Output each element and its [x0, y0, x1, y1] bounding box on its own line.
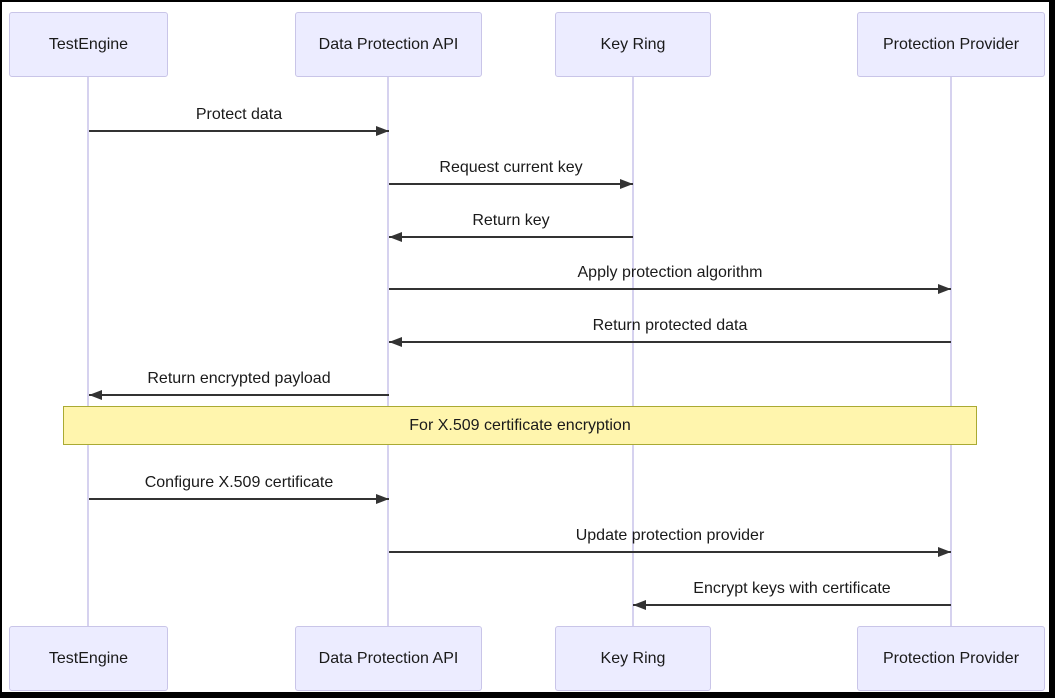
message-label: Encrypt keys with certificate [693, 580, 891, 597]
lifeline-testengine [87, 77, 89, 627]
message-line [389, 236, 633, 238]
message-encrypt-keys-with-certificate: Encrypt keys with certificate [633, 571, 951, 611]
message-label: Apply protection algorithm [577, 264, 763, 281]
actor-bottom-protection-provider: Protection Provider [857, 626, 1045, 691]
actor-top-protection-provider: Protection Provider [857, 12, 1045, 77]
arrow-left-icon [633, 600, 646, 610]
message-apply-protection-algorithm: Apply protection algorithm [389, 255, 951, 295]
arrow-right-icon [620, 179, 633, 189]
message-label: Protect data [195, 106, 283, 123]
actor-bottom-key-ring: Key Ring [555, 626, 711, 691]
message-label: Return protected data [592, 317, 748, 334]
message-line [389, 551, 951, 553]
message-line [389, 341, 951, 343]
message-line [389, 183, 633, 185]
arrow-left-icon [389, 232, 402, 242]
message-label: Request current key [439, 159, 583, 176]
actor-top-data-protection-api: Data Protection API [295, 12, 482, 77]
message-line [633, 604, 951, 606]
actor-top-key-ring: Key Ring [555, 12, 711, 77]
arrow-right-icon [938, 284, 951, 294]
arrow-right-icon [376, 126, 389, 136]
arrow-left-icon [89, 390, 102, 400]
lifeline-data-protection-api [387, 77, 389, 627]
message-label: Configure X.509 certificate [144, 474, 334, 491]
actor-bottom-data-protection-api: Data Protection API [295, 626, 482, 691]
lifeline-key-ring [632, 77, 634, 627]
message-label: Return key [472, 212, 550, 229]
arrow-right-icon [938, 547, 951, 557]
message-line [89, 498, 389, 500]
message-line [89, 130, 389, 132]
message-line [389, 288, 951, 290]
lifeline-protection-provider [950, 77, 952, 627]
message-return-key: Return key [389, 203, 633, 243]
message-update-protection-provider: Update protection provider [389, 518, 951, 558]
arrow-right-icon [376, 494, 389, 504]
message-configure-x509-certificate: Configure X.509 certificate [89, 465, 389, 505]
actor-bottom-testengine: TestEngine [9, 626, 168, 691]
message-protect-data: Protect data [89, 97, 389, 137]
note-label: For X.509 certificate encryption [409, 416, 631, 434]
message-line [89, 394, 389, 396]
message-label: Update protection provider [575, 527, 765, 544]
message-request-current-key: Request current key [389, 150, 633, 190]
message-return-encrypted-payload: Return encrypted payload [89, 361, 389, 401]
actor-top-testengine: TestEngine [9, 12, 168, 77]
arrow-left-icon [389, 337, 402, 347]
message-return-protected-data: Return protected data [389, 308, 951, 348]
note-banner: For X.509 certificate encryption [63, 406, 977, 445]
message-label: Return encrypted payload [147, 370, 331, 387]
